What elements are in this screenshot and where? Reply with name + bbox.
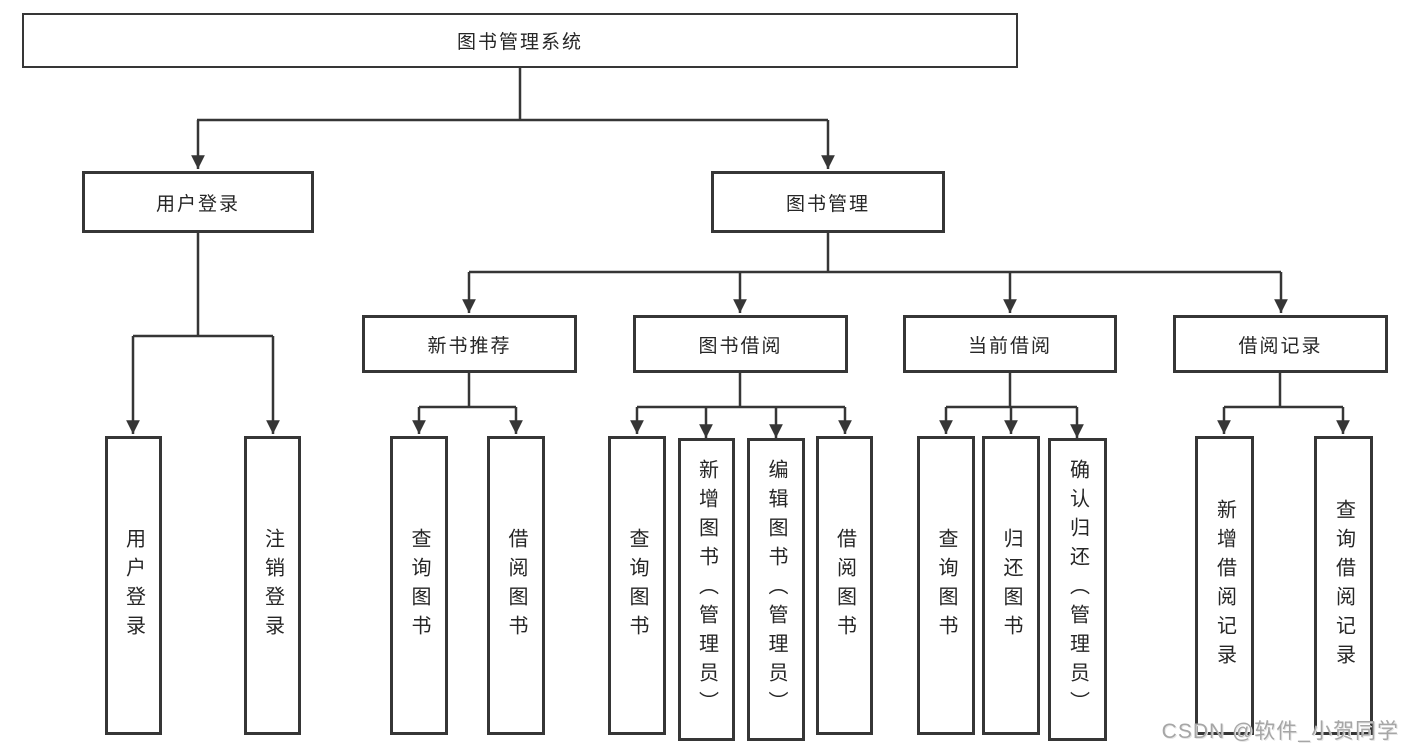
node-book-borrowing: 图书借阅 <box>633 315 848 373</box>
node-label: 图书管理系统 <box>456 32 583 53</box>
leaf-logout: 注销登录 <box>244 436 301 735</box>
leaf-user-login: 用户登录 <box>105 436 162 735</box>
node-label: 新增借阅记录 <box>1213 498 1236 673</box>
node-current-borrowing: 当前借阅 <box>903 315 1117 373</box>
node-label: 借阅图书 <box>833 527 856 644</box>
node-label: 借阅记录 <box>1238 335 1323 357</box>
node-label: 借阅图书 <box>505 527 527 644</box>
node-label: 确认归还（管理员） <box>1066 459 1089 720</box>
node-new-book-recommendation: 新书推荐 <box>362 315 577 373</box>
node-label: 图书借阅 <box>698 335 783 357</box>
leaf-borrow-books-borrowing: 借阅图书 <box>816 436 873 735</box>
node-label: 用户登录 <box>122 527 145 644</box>
node-label: 查询图书 <box>935 527 957 644</box>
leaf-add-books-admin: 新增图书（管理员） <box>678 438 735 741</box>
csdn-watermark: CSDN @软件_小贺同学 <box>1161 720 1399 743</box>
node-label: 归还图书 <box>1000 527 1022 644</box>
node-label: 图书管理 <box>785 193 870 215</box>
leaf-edit-books-admin: 编辑图书（管理员） <box>747 438 805 741</box>
leaf-query-books-recommend: 查询图书 <box>390 436 448 735</box>
node-book-management: 图书管理 <box>711 171 945 233</box>
leaf-query-borrow-record: 查询借阅记录 <box>1314 436 1373 735</box>
node-label: 查询借阅记录 <box>1332 498 1355 673</box>
leaf-add-borrow-record: 新增借阅记录 <box>1195 436 1254 735</box>
node-label: 查询图书 <box>626 527 648 644</box>
leaf-borrow-books-recommend: 借阅图书 <box>487 436 545 735</box>
node-borrowing-records: 借阅记录 <box>1173 315 1388 373</box>
node-label: 用户登录 <box>155 193 240 215</box>
node-user-login: 用户登录 <box>82 171 314 233</box>
leaf-return-books: 归还图书 <box>982 436 1040 735</box>
node-label: 当前借阅 <box>967 335 1052 357</box>
node-label: 编辑图书（管理员） <box>765 459 787 720</box>
leaf-query-books-current: 查询图书 <box>917 436 975 735</box>
leaf-confirm-return-admin: 确认归还（管理员） <box>1048 438 1107 741</box>
node-label: 查询图书 <box>408 527 430 644</box>
node-label: 注销登录 <box>261 527 284 644</box>
leaf-query-books-borrowing: 查询图书 <box>608 436 666 735</box>
node-library-management-system: 图书管理系统 <box>22 13 1018 68</box>
node-label: 新书推荐 <box>427 335 512 357</box>
node-label: 新增图书（管理员） <box>695 459 718 720</box>
